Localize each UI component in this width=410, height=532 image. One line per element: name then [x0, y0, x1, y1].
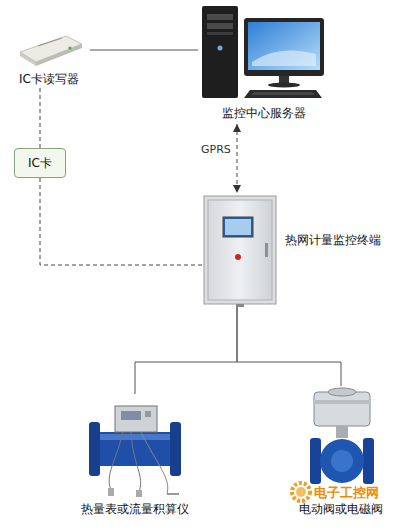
rect-part [108, 488, 114, 496]
rect-part [115, 406, 157, 432]
connector-line [237, 307, 341, 386]
rect-part [314, 392, 370, 426]
heat-meter-node: 热量表或流量积算仪 [75, 394, 195, 518]
card-reader-node: IC卡读写器 [8, 30, 90, 88]
rect-part [170, 422, 181, 476]
circle-part [218, 46, 223, 51]
gear-hub [296, 487, 306, 497]
polygon-part [251, 92, 315, 95]
dashed-connector [237, 124, 238, 193]
polygon-part [244, 90, 322, 98]
rect-part [244, 18, 324, 76]
illustration [198, 4, 330, 106]
path-part [252, 50, 316, 66]
rect-part [225, 219, 251, 235]
valve-art [284, 386, 398, 496]
rect-part [99, 432, 171, 466]
path-part [141, 432, 168, 494]
node-label: 热网计量监控终端 [285, 233, 381, 247]
illustration [8, 30, 90, 74]
rect-part [207, 14, 233, 20]
node-label: 电动阀或电磁阀 [264, 502, 410, 516]
illustration [203, 195, 277, 311]
rect-part [248, 22, 320, 70]
edge-label: GPRS [201, 143, 231, 156]
node-label: IC卡 [28, 156, 52, 170]
node-label: 监控中心服务器 [178, 106, 350, 120]
polygon-part [20, 36, 82, 62]
server-node: 监控中心服务器 [198, 4, 330, 122]
circle-part [235, 254, 241, 260]
circle-part [68, 46, 71, 49]
rect-part [204, 196, 276, 304]
dashed-connector [40, 88, 41, 148]
line-part [167, 493, 179, 495]
terminal-node: 热网计量监控终端 [203, 195, 385, 307]
card-reader-art [8, 30, 90, 70]
rect-part [223, 217, 253, 237]
rect-part [314, 400, 370, 404]
watermark: 电子工控网 [314, 484, 379, 502]
illustration [75, 394, 195, 502]
rect-part [202, 6, 238, 98]
ellipse-part [268, 83, 300, 88]
path-part [109, 432, 123, 490]
server-computer-art [198, 4, 330, 102]
rect-part [136, 490, 142, 497]
gear-teeth [292, 483, 310, 501]
heat-meter-art [75, 394, 195, 498]
rect-part [236, 304, 244, 307]
ic-card-box: IC卡 [14, 148, 66, 178]
rect-part [207, 32, 233, 35]
rect-part [99, 434, 171, 440]
node-label: IC卡读写器 [0, 72, 110, 86]
circle-part [320, 439, 364, 483]
node-label: 热量表或流量积算仪 [55, 502, 215, 516]
line-part [38, 38, 62, 46]
rect-part [310, 438, 321, 484]
gear-symbol [292, 483, 310, 501]
rect-part [89, 422, 100, 476]
rect-part [208, 200, 272, 300]
circle-part [331, 450, 353, 472]
rect-part [121, 411, 141, 420]
rect-part [145, 411, 151, 417]
rect-part [336, 426, 348, 438]
dashed-connector [40, 178, 203, 265]
terminal-cabinet-art [203, 195, 277, 307]
connector-line [90, 50, 198, 51]
ellipse-part [328, 388, 356, 396]
connector-line [135, 307, 237, 394]
rect-part [207, 23, 233, 29]
rect-part [363, 438, 374, 484]
illustration [284, 386, 398, 500]
rect-part [265, 243, 268, 257]
path-part [131, 432, 141, 492]
